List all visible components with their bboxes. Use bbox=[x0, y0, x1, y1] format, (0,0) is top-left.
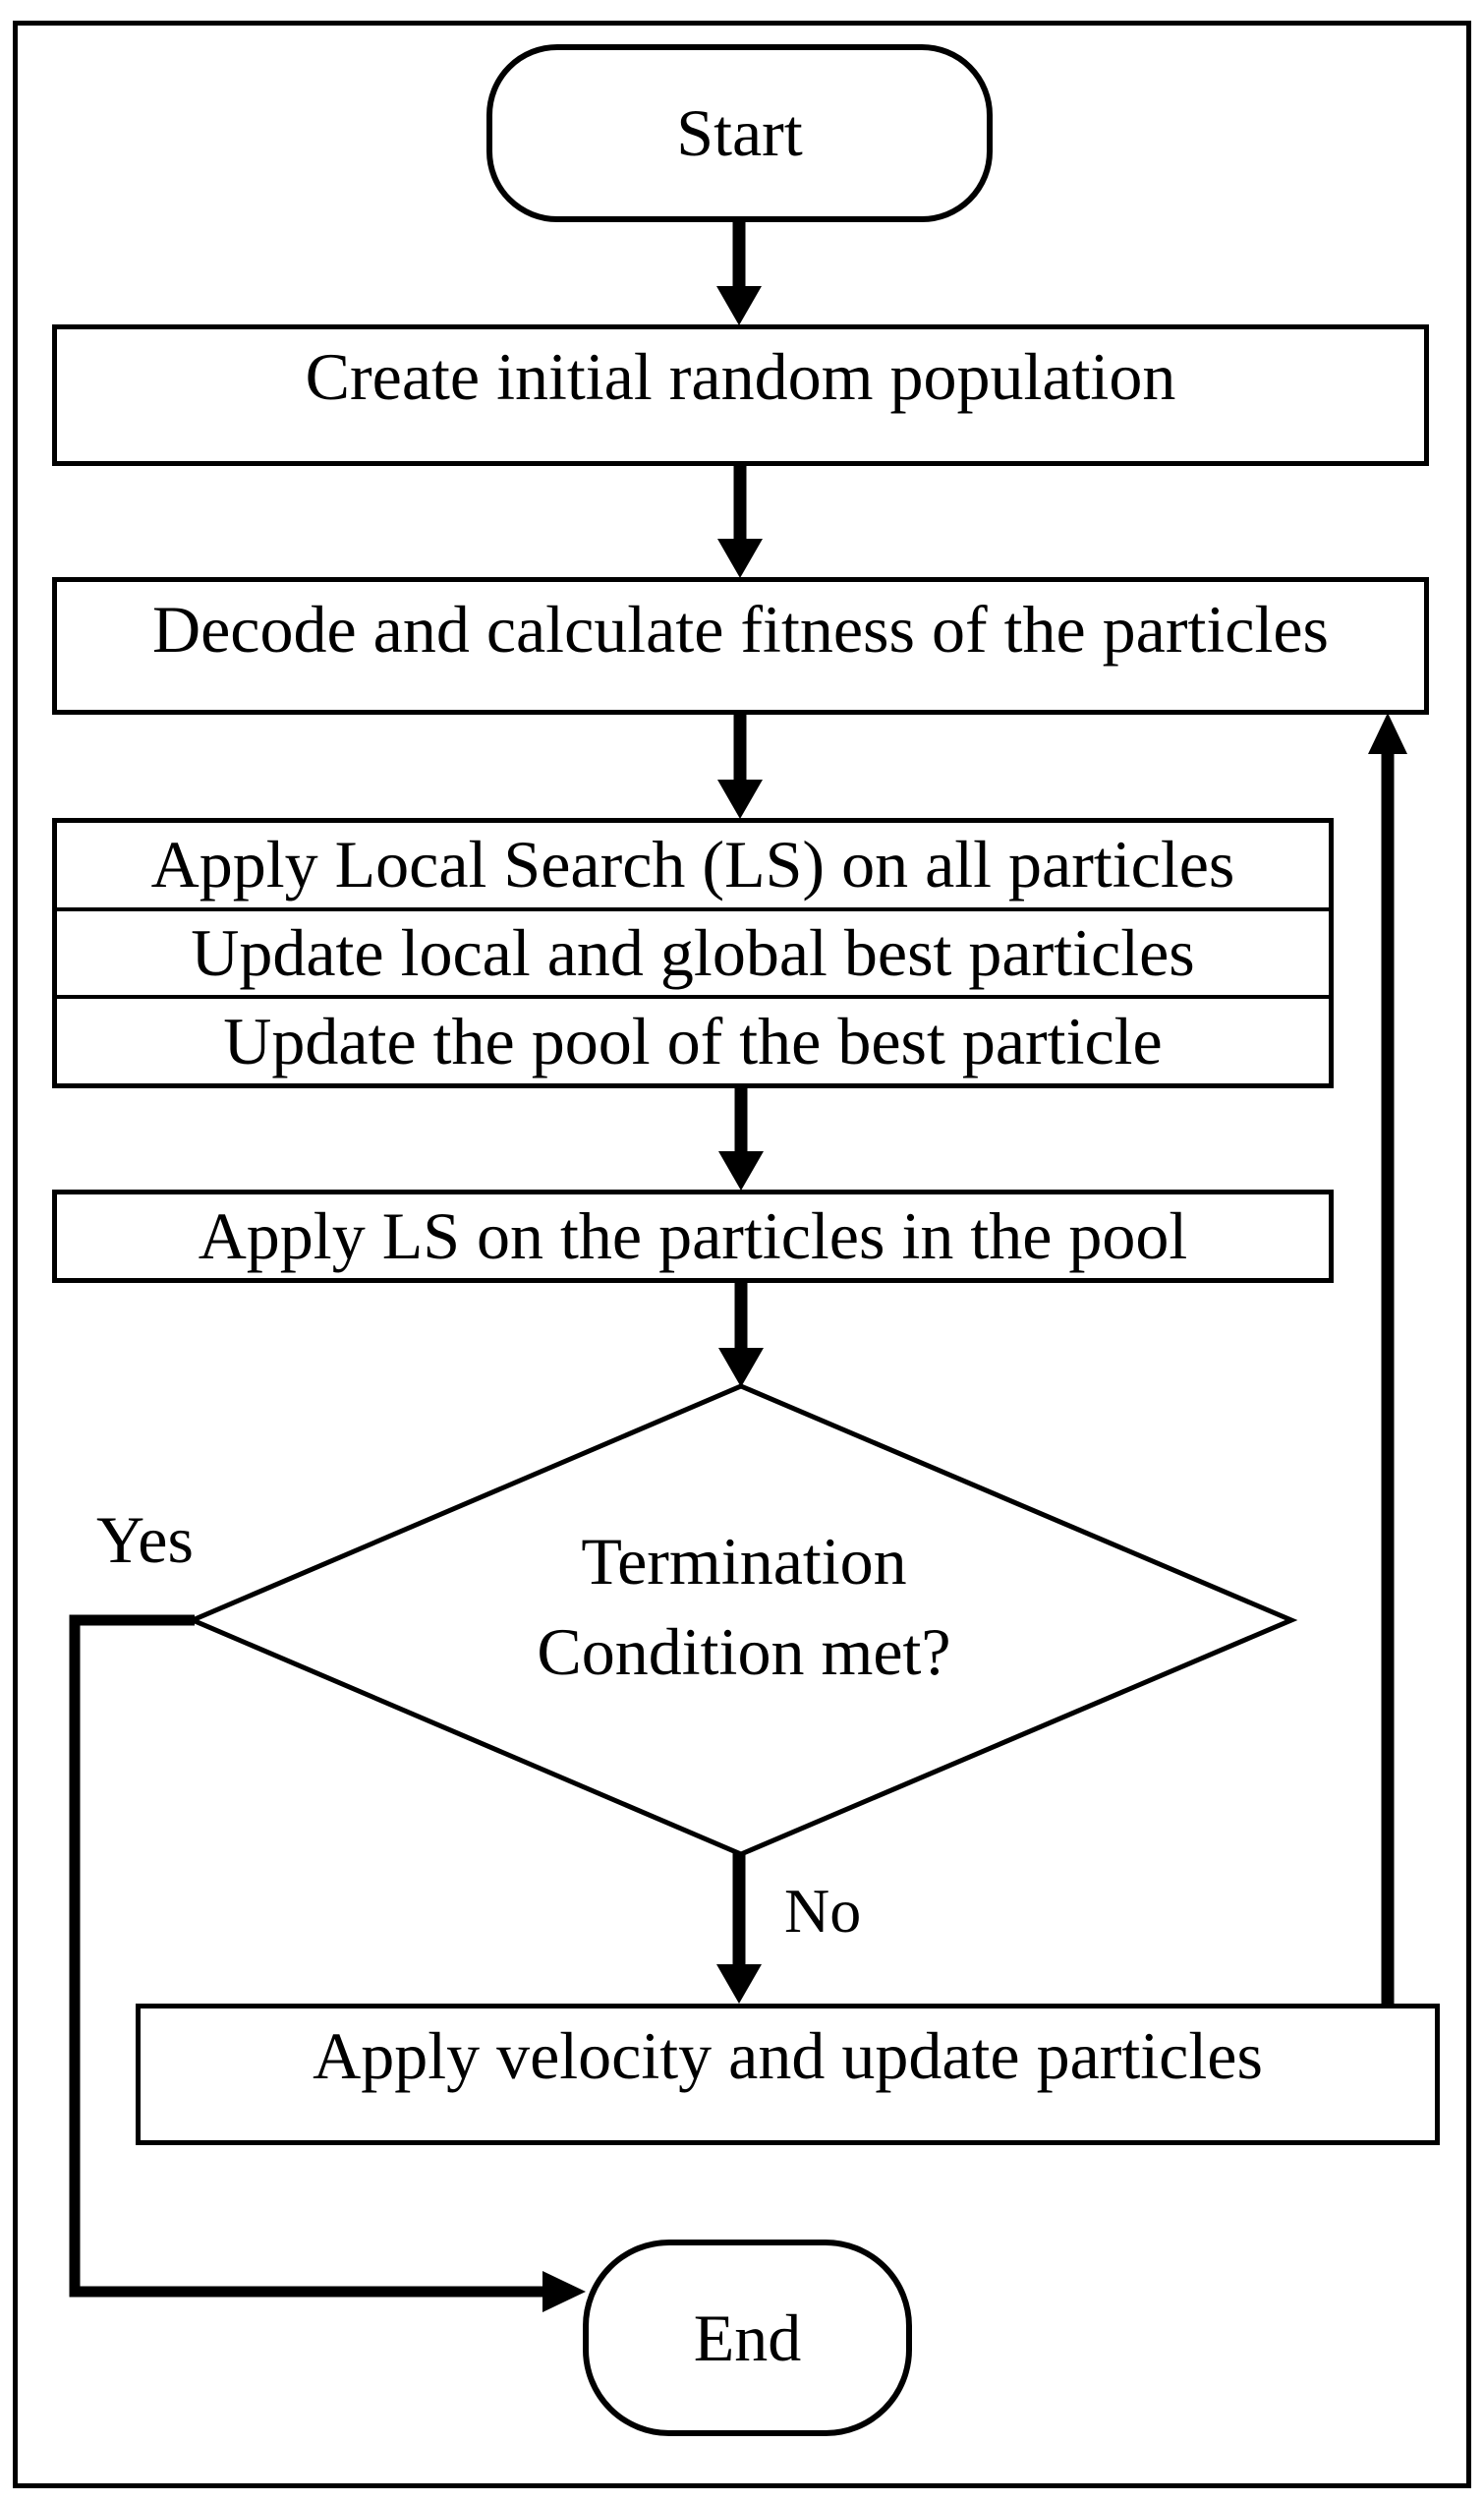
arrow-pool-to-decision bbox=[718, 1281, 764, 1387]
arrow-decode-to-stack bbox=[717, 713, 763, 819]
stack-row-update-best-label: Update local and global best particles bbox=[191, 915, 1195, 990]
terminator-end-label: End bbox=[693, 2299, 802, 2375]
process-create-population: Create initial random population bbox=[52, 324, 1429, 466]
process-apply-ls-pool-label: Apply LS on the particles in the pool bbox=[198, 1198, 1188, 1274]
decision-line-1: Termination bbox=[581, 1524, 907, 1599]
process-decode-fitness: Decode and calculate fitness of the part… bbox=[52, 577, 1429, 715]
stack-row-update-best: Update local and global best particles bbox=[57, 906, 1329, 996]
arrow-create-to-decode bbox=[717, 464, 763, 578]
terminator-start: Start bbox=[486, 44, 993, 222]
arrow-decision-no-to-velocity bbox=[716, 1852, 762, 2004]
arrow-velocity-to-decode-feedback bbox=[1368, 713, 1407, 2005]
edge-label-yes: Yes bbox=[96, 1502, 194, 1577]
process-apply-velocity-label: Apply velocity and update particles bbox=[313, 2018, 1263, 2093]
arrow-stack-to-pool bbox=[718, 1086, 764, 1191]
stack-row-update-pool-label: Update the pool of the best particle bbox=[223, 1003, 1163, 1078]
process-create-population-label: Create initial random population bbox=[305, 339, 1176, 414]
arrow-decision-yes-to-end bbox=[69, 1614, 586, 2312]
stack-row-apply-ls-label: Apply Local Search (LS) on all particles bbox=[150, 827, 1235, 902]
outer-border bbox=[13, 21, 1471, 2488]
decision-line-2: Condition met? bbox=[537, 1614, 951, 1689]
decision-termination-text: Termination Condition met? bbox=[393, 1516, 1095, 1699]
stack-row-update-pool: Update the pool of the best particle bbox=[57, 995, 1329, 1083]
process-apply-velocity: Apply velocity and update particles bbox=[136, 2004, 1440, 2145]
process-apply-ls-pool: Apply LS on the particles in the pool bbox=[52, 1190, 1334, 1283]
stack-row-apply-ls: Apply Local Search (LS) on all particles bbox=[57, 823, 1329, 907]
terminator-end: End bbox=[583, 2240, 912, 2436]
edge-label-no: No bbox=[784, 1876, 862, 1946]
process-decode-fitness-label: Decode and calculate fitness of the part… bbox=[151, 592, 1329, 667]
process-local-search-stack: Apply Local Search (LS) on all particles… bbox=[52, 818, 1334, 1088]
arrow-start-to-create bbox=[716, 220, 762, 325]
terminator-start-label: Start bbox=[676, 95, 803, 171]
